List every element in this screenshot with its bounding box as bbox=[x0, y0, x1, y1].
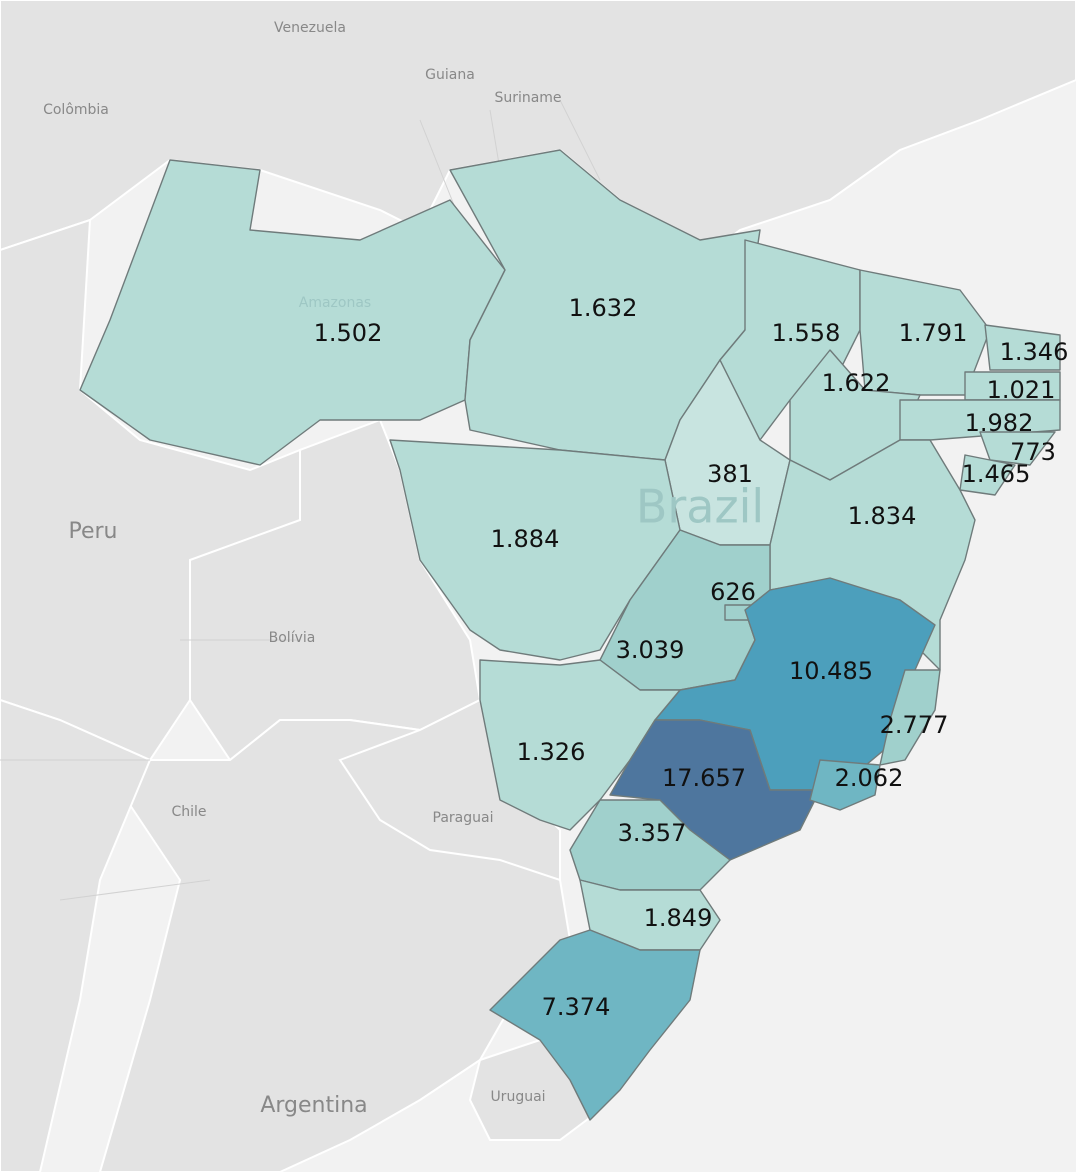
state-sp[interactable] bbox=[609, 719, 821, 861]
country-label-colombia: Colômbia bbox=[43, 102, 109, 118]
value-label-mt: 1.884 bbox=[491, 525, 560, 553]
country-label-venezuela: Venezuela bbox=[274, 20, 346, 36]
value-label-rn: 1.346 bbox=[1000, 338, 1069, 366]
value-label-df: 626 bbox=[710, 578, 756, 606]
value-label-mg: 10.485 bbox=[789, 657, 873, 685]
value-label-ce: 1.791 bbox=[899, 319, 968, 347]
value-label-pa: 1.632 bbox=[569, 294, 638, 322]
value-label-ma: 1.558 bbox=[772, 319, 841, 347]
value-label-ms: 1.326 bbox=[517, 738, 586, 766]
country-label-paraguai: Paraguai bbox=[433, 810, 494, 826]
value-label-sc: 1.849 bbox=[644, 904, 713, 932]
state-ce[interactable] bbox=[859, 269, 991, 396]
value-label-am: 1.502 bbox=[314, 319, 383, 347]
country-label-argentina: Argentina bbox=[260, 1093, 367, 1118]
value-label-rj: 2.062 bbox=[835, 764, 904, 792]
ghost-label-brazil: Brazil bbox=[636, 480, 764, 534]
state-mt[interactable] bbox=[389, 439, 681, 661]
value-label-pb: 1.021 bbox=[987, 376, 1056, 404]
state-rs[interactable] bbox=[489, 929, 701, 1121]
value-label-es: 2.777 bbox=[880, 711, 949, 739]
value-label-rs: 7.374 bbox=[542, 993, 611, 1021]
value-label-pi: 1.622 bbox=[822, 369, 891, 397]
country-label-suriname: Suriname bbox=[494, 90, 561, 106]
state-al[interactable] bbox=[979, 431, 1056, 466]
country-label-bolivia: Bolívia bbox=[269, 630, 316, 646]
state-es[interactable] bbox=[879, 669, 941, 766]
value-label-pe: 1.982 bbox=[965, 409, 1034, 437]
value-label-se: 1.465 bbox=[962, 460, 1031, 488]
country-label-uruguai: Uruguai bbox=[490, 1089, 545, 1105]
state-value-labels: 1.502 1.632 1.558 1.791 1.346 1.021 1.62… bbox=[314, 294, 1069, 1021]
state-rn[interactable] bbox=[984, 324, 1061, 371]
country-label-chile: Chile bbox=[171, 804, 206, 820]
state-se[interactable] bbox=[959, 454, 1016, 496]
brazil-states bbox=[79, 149, 1061, 1121]
value-label-go: 3.039 bbox=[616, 636, 685, 664]
value-label-ba: 1.834 bbox=[848, 502, 917, 530]
value-label-to: 381 bbox=[707, 460, 753, 488]
ghost-label-amazonas: Amazonas bbox=[299, 295, 371, 311]
value-label-sp: 17.657 bbox=[662, 764, 746, 792]
country-label-peru: Peru bbox=[68, 519, 117, 544]
state-rj[interactable] bbox=[809, 759, 881, 811]
value-label-pr: 3.357 bbox=[618, 819, 687, 847]
value-label-al: 773 bbox=[1010, 438, 1056, 466]
country-label-guiana: Guiana bbox=[425, 67, 475, 83]
